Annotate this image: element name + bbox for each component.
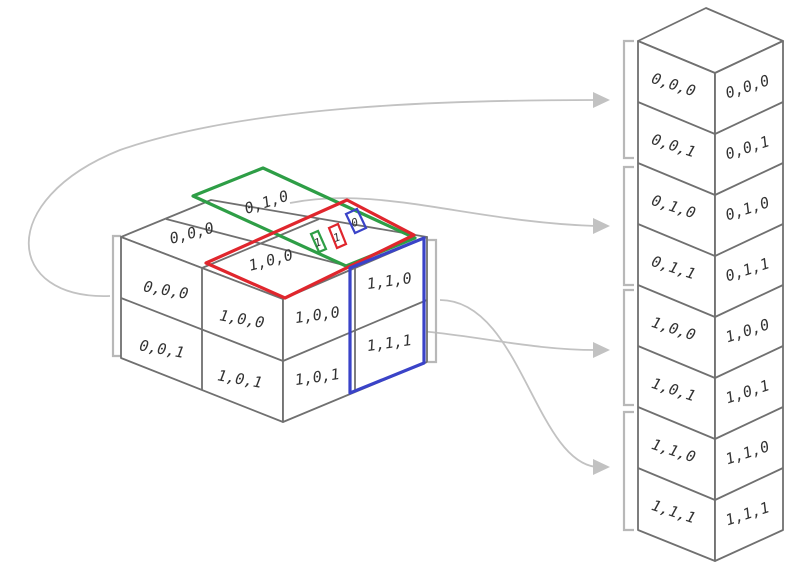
column-divider-left: [637, 162, 716, 196]
index-marks: 1 1 0: [309, 207, 368, 254]
connector-curve-top: [289, 197, 597, 227]
column-bracket-4: [622, 410, 634, 532]
highlight-red: [204, 198, 416, 300]
column-divider-left: [637, 101, 716, 135]
highlight-blue: [348, 236, 426, 395]
column-bracket-2: [622, 165, 634, 287]
mark-blue-box: [344, 207, 368, 235]
connector-curve-x1: [439, 299, 597, 468]
column-divider-left: [637, 406, 716, 440]
column-divider-right: [714, 406, 784, 440]
column-divider-left: [637, 223, 716, 257]
cube-top-divider-b: [201, 218, 320, 269]
cube-brackets: [111, 234, 438, 364]
cube-right-hdiv: [282, 299, 428, 362]
connector-curves: [28, 92, 610, 475]
column-brackets: [622, 39, 634, 532]
arrowhead-mid: [593, 342, 610, 358]
column-divider-left: [637, 284, 716, 318]
arrowhead-x1: [593, 459, 610, 475]
column-divider-right: [714, 101, 784, 135]
column-divider-right: [714, 345, 784, 379]
cube: 0,0,0 0,0,1 1,0,0 1,0,1 1,0,0 1,1,0 1,0,…: [120, 199, 428, 423]
blue-outline: [348, 236, 426, 395]
column-bracket-1: [622, 39, 634, 160]
column-bracket-3: [622, 288, 634, 407]
cube-right-bracket: [428, 238, 438, 364]
cube-left-bracket: [111, 234, 121, 358]
red-outline: [204, 198, 416, 300]
column-divider-left: [637, 467, 716, 501]
mark-green: 1: [312, 235, 323, 249]
arrowhead-top: [593, 218, 610, 234]
mark-red-box: [327, 222, 348, 250]
connector-curve-x0: [28, 99, 597, 297]
column-divider-right: [714, 162, 784, 196]
column-divider-right: [714, 223, 784, 257]
mark-red: 1: [331, 230, 342, 244]
cube-front-hdiv: [120, 297, 284, 362]
mark-green-box: [309, 229, 328, 254]
column-divider-right: [714, 467, 784, 501]
column-divider-right: [714, 284, 784, 318]
arrowhead-x0: [593, 92, 610, 108]
green-outline: [191, 166, 417, 268]
column-divider-left: [637, 345, 716, 379]
mark-blue: 0: [349, 215, 360, 230]
